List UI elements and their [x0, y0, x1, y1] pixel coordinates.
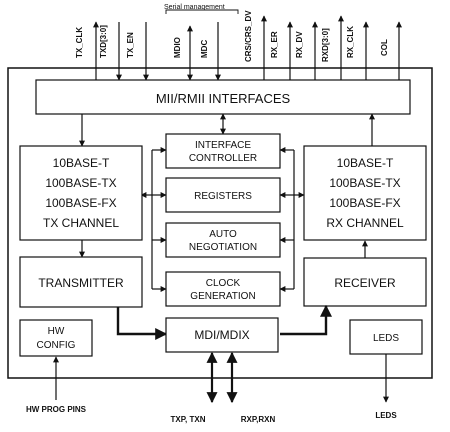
pin-label-rx-dv: RX_DV	[295, 31, 304, 58]
clock-generation-label-2: GENERATION	[190, 291, 255, 302]
tx-channel-line-1: 10BASE-T	[53, 156, 110, 170]
mii-rmii-block	[35, 79, 411, 115]
serial-management-group: Serial management MDIO MDC	[164, 4, 239, 81]
pin-label-rxd: RXD[3:0]	[321, 28, 330, 62]
pin-label-hw-prog: HW PROG PINS	[26, 405, 87, 414]
tx-channel-line-3: 100BASE-FX	[45, 196, 116, 210]
hw-config-label-2: CONFIG	[37, 340, 76, 351]
pin-label-mdc: MDC	[200, 40, 209, 58]
rx-channel-line-2: 100BASE-TX	[329, 176, 400, 190]
top-pin-col: COL	[380, 21, 402, 80]
chip-outline	[7, 67, 433, 379]
interface-controller-label-1: INTERFACE	[195, 140, 251, 151]
registers-label: REGISTERS	[194, 191, 252, 202]
registers-block	[165, 177, 281, 213]
top-pin-tx-clk: TX_CLK	[75, 21, 99, 80]
leds-block	[349, 319, 423, 355]
transmitter-block	[19, 256, 143, 308]
top-pin-rx-er: RX_ER	[270, 21, 293, 80]
tx-channel-line-2: 100BASE-TX	[45, 176, 116, 190]
mii-rmii-label: MII/RMII INTERFACES	[156, 91, 291, 106]
top-pin-rxd: RXD[3:0]	[321, 15, 344, 80]
transmitter-label: TRANSMITTER	[38, 276, 124, 290]
pin-label-txp-txn: TXP, TXN	[171, 415, 206, 424]
mdi-mdix-block	[165, 317, 279, 353]
mdi-mdix-label: MDI/MDIX	[194, 328, 249, 342]
rx-channel-line-1: 10BASE-T	[337, 156, 394, 170]
top-pin-rx-clk: RX_CLK	[346, 21, 369, 80]
pin-label-rx-er: RX_ER	[270, 31, 279, 58]
auto-negotiation-label-2: NEGOTIATION	[189, 242, 257, 253]
pin-label-mdio: MDIO	[173, 37, 182, 58]
clock-generation-label-1: CLOCK	[206, 278, 241, 289]
rx-channel-line-3: 100BASE-FX	[329, 196, 400, 210]
hw-config-label-1: HW	[48, 326, 65, 337]
hw-config-block	[19, 319, 93, 357]
pin-label-tx-clk: TX_CLK	[75, 27, 84, 58]
pin-label-tx-en: TX_EN	[126, 32, 135, 58]
rx-channel-line-4: RX CHANNEL	[326, 216, 404, 230]
serial-management-label: Serial management	[164, 4, 225, 11]
pin-label-rxp-rxn: RXP,RXN	[241, 415, 276, 424]
top-pin-tx-en: TX_EN	[126, 22, 149, 81]
tx-channel-block	[19, 145, 143, 241]
leds-label: LEDS	[373, 333, 399, 344]
rx-channel-block	[303, 145, 427, 241]
pin-label-rx-clk: RX_CLK	[346, 26, 355, 58]
auto-negotiation-label-1: AUTO	[209, 229, 237, 240]
top-pin-rx-dv: RX_DV	[295, 21, 318, 80]
pin-label-txd: TXD[3:0]	[99, 25, 108, 58]
pin-label-leds: LEDS	[375, 411, 397, 420]
pin-label-col: COL	[380, 39, 389, 56]
tx-channel-line-4: TX CHANNEL	[43, 216, 119, 230]
top-pin-txd: TXD[3:0]	[99, 22, 122, 81]
pin-label-crs: CRS/CRS_DV	[244, 10, 253, 62]
top-pin-crs: CRS/CRS_DV	[244, 10, 267, 80]
receiver-block	[303, 257, 427, 307]
receiver-label: RECEIVER	[334, 276, 396, 290]
interface-controller-label-2: CONTROLLER	[189, 153, 257, 164]
